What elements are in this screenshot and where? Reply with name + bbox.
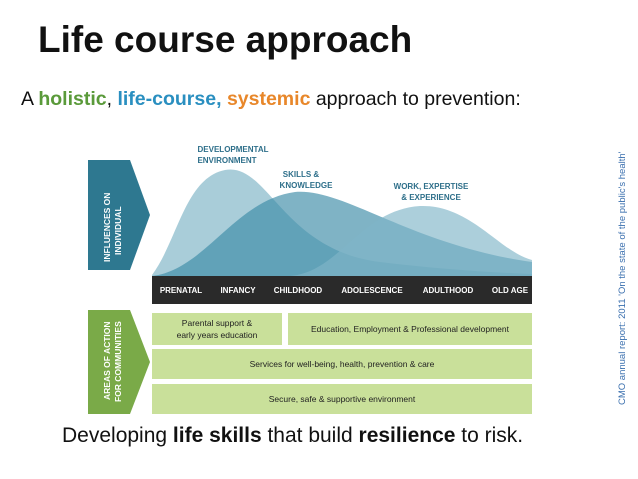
footer-caption: Developing life skills that build resili… [62, 424, 523, 448]
stage-childhood: CHILDHOOD [274, 286, 323, 295]
footer-part3: to risk. [455, 424, 524, 447]
environment-box [152, 384, 532, 414]
footer-life-skills: life skills [172, 424, 262, 447]
stage-adolescence: ADOLESCENCE [341, 286, 403, 295]
subtitle-sep1: , [106, 88, 118, 110]
influences-label-1: INFLUENCES ON [102, 193, 112, 262]
stage-infancy: INFANCY [220, 286, 256, 295]
actions-label-2: FOR COMMUNITIES [113, 321, 123, 402]
curve-label-skills-2: KNOWLEDGE [280, 181, 334, 190]
life-stage-bar [152, 276, 532, 304]
page-title: Life course approach [38, 19, 413, 60]
curve-label-work-1: WORK, EXPERTISE [394, 182, 469, 191]
curve-label-developmental-2: ENVIRONMENT [197, 156, 256, 165]
influences-arrow [88, 160, 150, 270]
work-expertise-curve [290, 205, 532, 276]
subtitle-systemic: systemic [226, 88, 311, 110]
actions-label-1: AREAS OF ACTION [102, 321, 112, 400]
stage-old-age: OLD AGE [492, 286, 529, 295]
services-text: Services for well-being, health, prevent… [250, 359, 435, 369]
curve-label-work-2: & EXPERIENCE [401, 193, 461, 202]
subtitle-prefix: A [21, 88, 39, 110]
stage-adulthood: ADULTHOOD [423, 286, 474, 295]
footer-part1: Developing [62, 424, 173, 447]
parental-support-line2: early years education [177, 330, 258, 340]
footer-part2: that build [261, 424, 359, 447]
subtitle-life-course: life-course, [117, 88, 222, 110]
stage-prenatal: PRENATAL [160, 286, 202, 295]
influences-label-2: INDIVIDUAL [113, 206, 123, 255]
footer-resilience: resilience [358, 424, 456, 447]
curve-label-skills-1: SKILLS & [283, 170, 320, 179]
subtitle: A holistic, life-course, systemic approa… [21, 88, 521, 111]
curve-label-developmental-1: DEVELOPMENTAL [198, 145, 269, 154]
environment-text: Secure, safe & supportive environment [269, 394, 416, 404]
subtitle-suffix: approach to prevention: [310, 88, 521, 110]
education-box [288, 313, 532, 345]
subtitle-holistic: holistic [38, 88, 107, 110]
education-text: Education, Employment & Professional dev… [311, 324, 510, 334]
parental-support-box [152, 313, 282, 345]
services-box [152, 349, 532, 379]
actions-arrow [88, 310, 150, 414]
life-stage-labels: PRENATAL INFANCY CHILDHOOD ADOLESCENCE A… [160, 286, 529, 295]
parental-support-line1: Parental support & [182, 318, 253, 328]
